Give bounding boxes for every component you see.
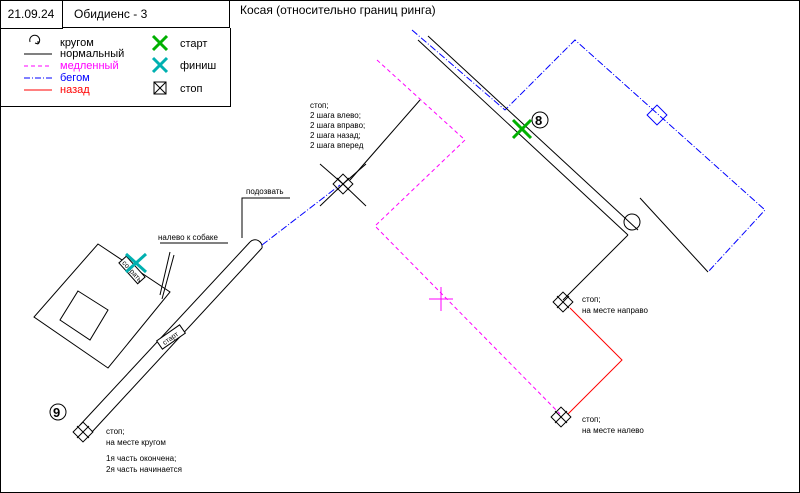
legend: кругом нормальный медленный бегом назад … [0,28,231,107]
legend-label-start: старт [180,38,208,50]
back-path [567,307,623,415]
podozvat-label: подозвать [246,187,284,196]
number-8: 8 [535,113,542,128]
start-mark [511,118,533,140]
stop-multi-label: стоп; 2 шага влево; 2 шага вправо; 2 шаг… [310,101,365,150]
slow-arrows-mark [429,287,453,311]
svg-text:2 шага назад;: 2 шага назад; [310,131,361,140]
stop-right-label: стоп; [582,295,601,304]
stop-left-label: стоп; [582,415,601,424]
legend-label-run: бегом [60,72,90,84]
svg-text:2я часть начинается: 2я часть начинается [106,465,182,474]
legend-label-slow: медленный [60,60,119,72]
lane-right [417,35,709,301]
svg-text:2 шага вправо;: 2 шага вправо; [310,121,365,130]
legend-label-normal: нормальный [60,48,125,60]
legend-label-stop: стоп [180,83,203,95]
legend-label-krugom: кругом [60,37,94,49]
turn-around-icon [29,34,41,45]
legend-label-finish: финиш [180,60,217,72]
teal-x-icon [151,56,169,74]
date-label: 21.09.24 [0,0,63,29]
green-x-icon [151,34,169,52]
lane-left [79,239,263,433]
run-path-left [261,184,341,246]
stop-right-mark [552,291,574,313]
number-9: 9 [53,405,60,420]
sheet-title: Обидиенс - 3 [62,0,230,28]
stop-box-icon [153,81,167,95]
svg-text:2 шага вперед: 2 шага вперед [310,141,364,150]
start-box: старт [155,324,187,350]
finish-mark [124,252,148,274]
dog-area [33,243,175,369]
svg-text:2 шага влево;: 2 шага влево; [310,111,361,120]
svg-text:на месте направо: на месте направо [582,306,649,315]
svg-text:стоп;: стоп; [310,101,329,110]
diagram-title: Косая (относительно границ ринга) [240,3,436,17]
svg-text:на месте кругом: на месте кругом [106,438,166,447]
run-path-right [411,29,766,273]
stop-box-right [646,104,668,126]
stop-multi-mark [319,163,367,207]
svg-text:на месте налево: на месте налево [582,426,644,435]
slow-path [374,59,561,415]
legend-label-back: назад [60,84,90,96]
stop-around-label: стоп; [106,427,125,436]
legend-symbols [24,34,169,95]
part-end-label: 1я часть окончена; [106,454,176,463]
nalevo-label: налево к собаке [158,233,219,242]
stop-around-mark [72,421,94,443]
stop-left-mark [550,406,572,428]
